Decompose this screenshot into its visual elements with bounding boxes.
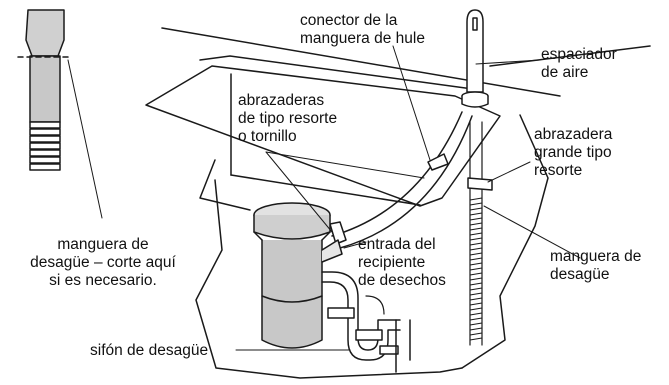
sink-basin [145, 55, 501, 207]
leader-lines [235, 45, 581, 351]
garbage-disposal [253, 202, 343, 349]
large-clamp [467, 161, 531, 191]
air-gap [461, 9, 541, 108]
label-disposal-inlet: entrada del recipiente de desechos [358, 236, 446, 289]
label-large-clamp: abrazadera grande tipo resorte [534, 126, 613, 179]
cabinet-outline [195, 114, 549, 379]
rubber-hose [329, 111, 473, 249]
drain-hose [469, 121, 483, 346]
countertop [161, 27, 651, 97]
drain-trap [321, 271, 411, 373]
hose-end [17, 9, 103, 219]
label-cut-hose: manguera de desagüe – corte aquí si es n… [30, 236, 176, 289]
label-drain-trap: sifón de desagüe [90, 342, 209, 359]
label-spring-clamps: abrazaderas de tipo resorte o tornillo [238, 92, 338, 145]
label-hose-connector: conector de la manguera de hule [300, 12, 425, 47]
label-drain-hose: manguera de desagüe [550, 248, 642, 283]
label-air-gap: espaciador de aire [541, 46, 617, 81]
